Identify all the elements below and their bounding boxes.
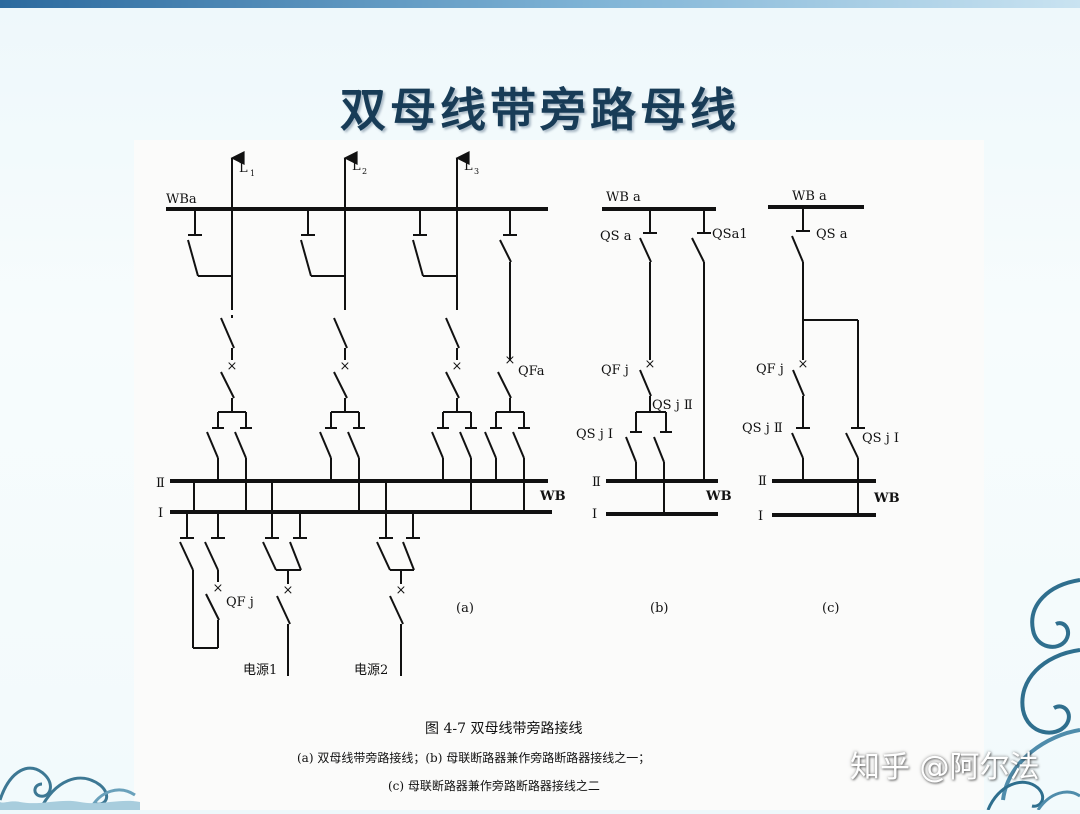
wave-ornament-left <box>0 766 140 810</box>
line-l3-label: L <box>464 159 473 174</box>
watermark: 知乎 @阿尔法 <box>850 750 1040 785</box>
bus-1-label-b: Ⅰ <box>592 507 597 522</box>
qsa1-label-b: QSa1 <box>712 227 748 242</box>
qsa-label-c: QS a <box>816 227 848 242</box>
bus-wb-label-b: WB <box>705 489 732 504</box>
qsj1-label-c: QS j Ⅰ <box>862 431 899 446</box>
wiring-diagram: × × × × × × × WBa L 1 L 2 L 3 Ⅱ Ⅰ WB QFa… <box>156 151 900 793</box>
diagram-c <box>768 205 876 517</box>
top-accent-bar <box>0 0 1080 8</box>
svg-text:×: × <box>396 583 407 598</box>
svg-text:×: × <box>452 359 463 374</box>
svg-text:×: × <box>213 581 224 596</box>
diagram-a <box>166 151 552 676</box>
wave-ornament-right <box>986 578 1080 810</box>
bus-wba-label-b: WB a <box>606 190 641 205</box>
line-l1-label: L <box>239 161 248 176</box>
bus-2-label-b: Ⅱ <box>592 475 601 490</box>
sublabel-a: (a) <box>456 601 474 616</box>
diagram-b <box>602 207 718 516</box>
qfj-label-c: QF j <box>756 362 784 377</box>
line-l3-sub: 3 <box>474 167 479 176</box>
line-l1-sub: 1 <box>250 169 255 178</box>
bus-wba-label-c: WB a <box>792 189 827 204</box>
qsj2-label-c: QS j Ⅱ <box>742 421 783 436</box>
figure-caption-line1: (a) 双母线带旁路接线；(b) 母联断路器兼作旁路断路器接线之一； <box>297 750 650 765</box>
slide-title: 双母线带旁路母线 <box>340 83 740 137</box>
svg-text:×: × <box>227 359 238 374</box>
bus-2-label-c: Ⅱ <box>758 474 767 489</box>
bus-wb-label-c: WB <box>873 491 900 506</box>
source1-label: 电源1 <box>243 663 277 678</box>
breaker-marks-a: × × × × × × × <box>213 353 516 598</box>
sublabel-b: (b) <box>650 601 668 616</box>
figure-panel: × × × × × × × WBa L 1 L 2 L 3 Ⅱ Ⅰ WB QFa… <box>134 140 984 810</box>
qfa-label: QFa <box>518 364 545 379</box>
qsj1-label-b: QS j Ⅰ <box>576 427 613 442</box>
bus-2-label-a: Ⅱ <box>156 476 165 491</box>
line-l2-label: L <box>352 159 361 174</box>
svg-text:×: × <box>798 357 809 372</box>
svg-text:×: × <box>645 357 656 372</box>
qsj2-label-b: QS j Ⅱ <box>652 398 693 413</box>
line-l2-sub: 2 <box>362 167 367 176</box>
source2-label: 电源2 <box>354 663 388 678</box>
figure-caption-title: 图 4-7 双母线带旁路接线 <box>425 720 582 737</box>
figure-caption-line2: (c) 母联断路器兼作旁路断路器接线之二 <box>388 778 600 793</box>
qfj-label-a: QF j <box>226 595 254 610</box>
svg-text:×: × <box>505 353 516 368</box>
bus-1-label-a: Ⅰ <box>158 506 163 521</box>
bus-wb-label-a: WB <box>539 489 566 504</box>
svg-text:×: × <box>340 359 351 374</box>
bus-wba-label-a: WBa <box>166 192 197 207</box>
bus-1-label-c: Ⅰ <box>758 509 763 524</box>
sublabel-c: (c) <box>822 601 839 616</box>
svg-text:×: × <box>283 583 294 598</box>
qfj-label-b: QF j <box>601 363 629 378</box>
qsa-label-b: QS a <box>600 229 632 244</box>
